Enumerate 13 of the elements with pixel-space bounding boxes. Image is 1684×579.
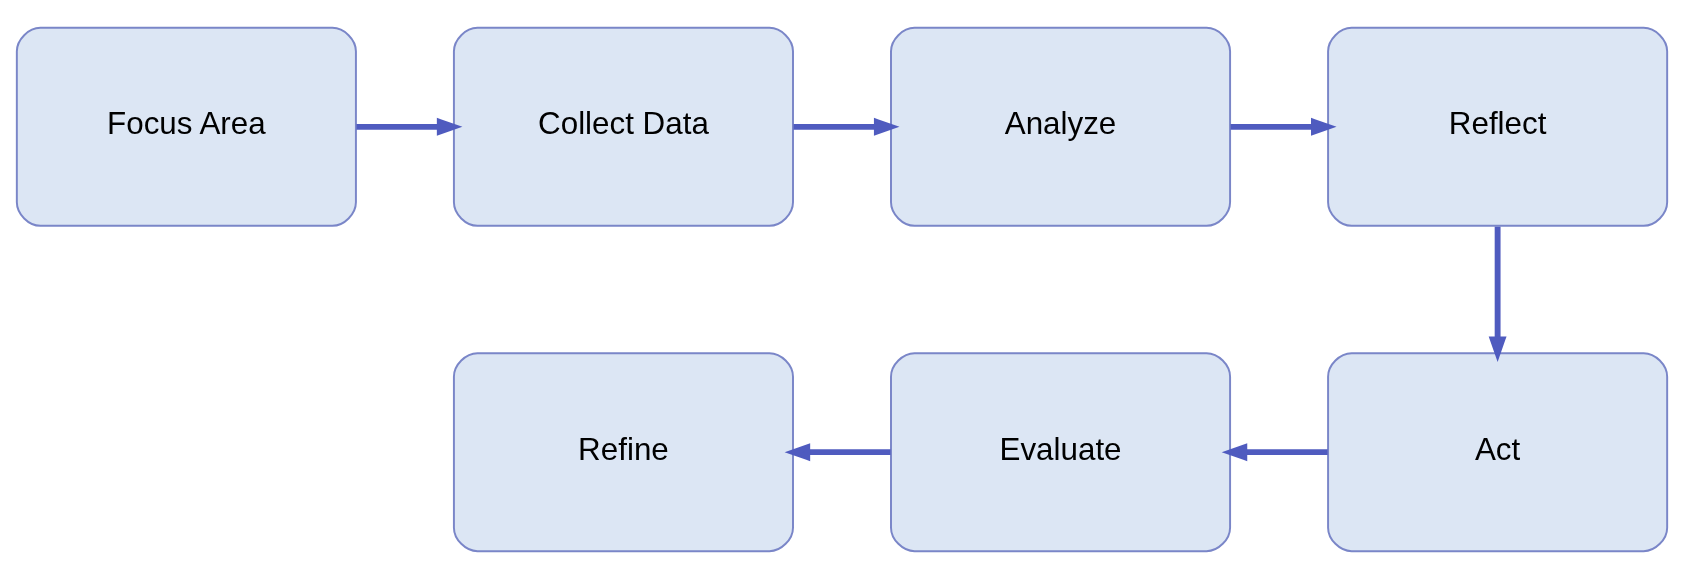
arrow bbox=[793, 117, 900, 136]
node-box: Act bbox=[1327, 352, 1669, 553]
arrow bbox=[356, 117, 463, 136]
node-box: Analyze bbox=[890, 26, 1232, 227]
node-box: Focus Area bbox=[15, 26, 357, 227]
node-box: Refine bbox=[452, 352, 794, 553]
arrow bbox=[1221, 443, 1328, 462]
node-box: Reflect bbox=[1327, 26, 1669, 227]
node-box: Evaluate bbox=[890, 352, 1232, 553]
node-box: Collect Data bbox=[452, 26, 794, 227]
arrow bbox=[784, 443, 891, 462]
arrow bbox=[1488, 226, 1507, 362]
arrow bbox=[1230, 117, 1337, 136]
